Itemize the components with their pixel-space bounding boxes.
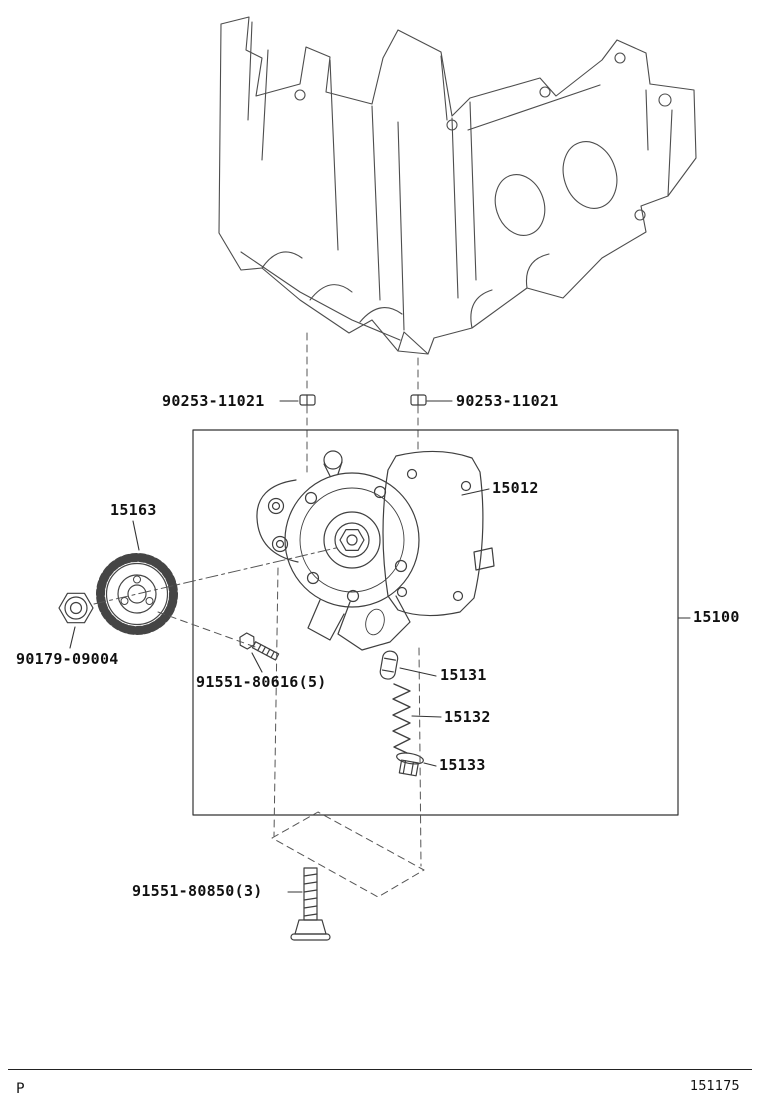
relief-valve-plunger bbox=[379, 650, 399, 680]
callout-relief-valve-plug: 15133 bbox=[439, 756, 486, 774]
drive-sprocket bbox=[96, 553, 178, 635]
oil-pump-body bbox=[256, 450, 495, 651]
callout-relief-valve-plunger: 15131 bbox=[440, 666, 487, 684]
mount-bolt bbox=[290, 867, 331, 941]
alignment-dashed-lines-lower bbox=[271, 567, 425, 898]
relief-valve-plug bbox=[396, 752, 424, 777]
assembly-axis-lines bbox=[93, 547, 337, 649]
callout-drive-sprocket: 15163 bbox=[110, 501, 157, 519]
relief-valve-spring bbox=[392, 683, 411, 754]
callout-pin-left: 90253-11021 bbox=[162, 392, 265, 410]
locating-pin-right bbox=[410, 394, 427, 406]
callout-cover-bolt: 91551-80616(5) bbox=[196, 673, 327, 691]
engine-block bbox=[218, 16, 697, 355]
footer-figure-number: 151175 bbox=[690, 1079, 740, 1094]
alignment-dashed-lines-upper bbox=[306, 332, 419, 473]
footer-rule bbox=[8, 1069, 752, 1070]
footer-page-code: P bbox=[16, 1081, 25, 1097]
callout-pin-right: 90253-11021 bbox=[456, 392, 559, 410]
callout-relief-valve-spring: 15132 bbox=[444, 708, 491, 726]
callout-mount-bolt: 91551-80850(3) bbox=[132, 882, 263, 900]
callout-pump-assembly: 15100 bbox=[693, 608, 740, 626]
sprocket-nut bbox=[58, 592, 94, 624]
assembly-group-box bbox=[192, 429, 679, 816]
cover-bolt bbox=[239, 632, 280, 661]
locating-pin-left bbox=[299, 394, 316, 406]
callout-pump-cover: 15012 bbox=[492, 479, 539, 497]
callout-sprocket-nut: 90179-09004 bbox=[16, 650, 119, 668]
leader-lines bbox=[69, 400, 691, 893]
